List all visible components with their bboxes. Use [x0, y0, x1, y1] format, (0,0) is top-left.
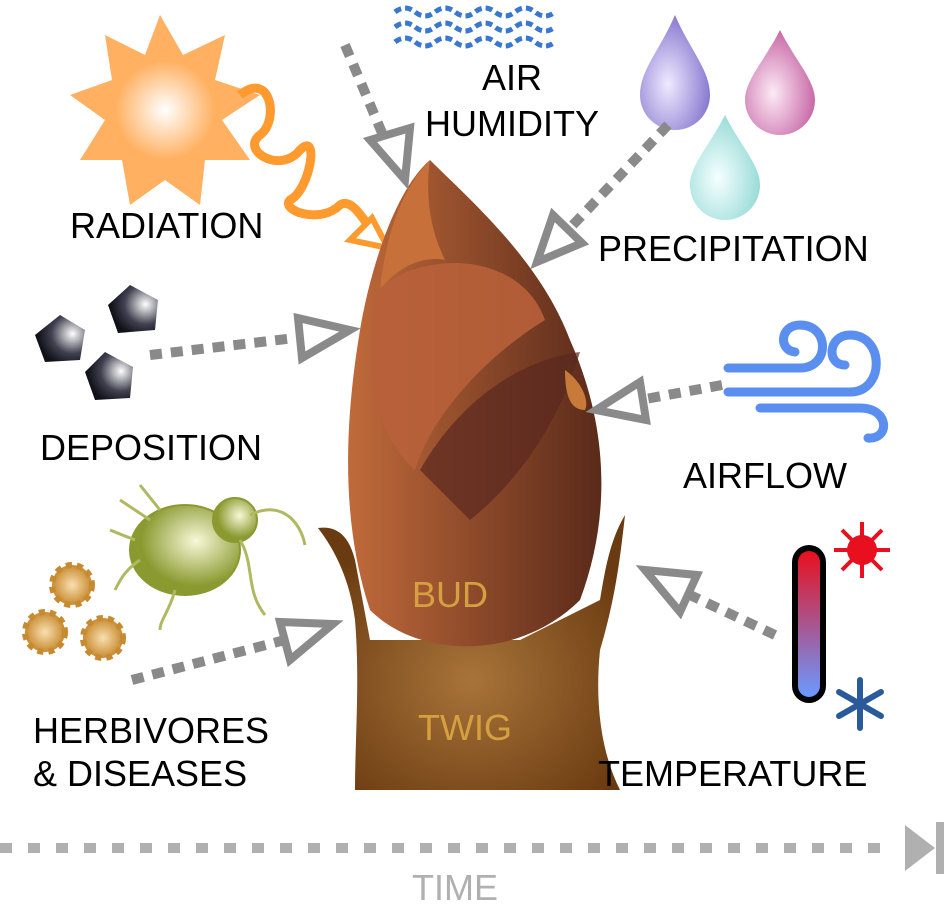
air-humidity-label-line2: HUMIDITY: [425, 103, 599, 144]
airflow-arrow: [585, 375, 723, 426]
bud-label: BUD: [412, 574, 488, 615]
radiation-label: RADIATION: [70, 205, 263, 246]
herbivores-label-line1: HERBIVORES: [33, 710, 269, 751]
time-label: TIME: [412, 867, 498, 908]
time-arrow: [0, 822, 944, 874]
radiation-arrowhead: [343, 213, 394, 253]
temperature-arrow: [635, 565, 778, 640]
mite-icon: [109, 484, 307, 631]
waves-icon: [393, 5, 557, 49]
bud: [348, 160, 602, 647]
raindrops-icon: [640, 15, 815, 220]
temperature-label: TEMPERATURE: [598, 753, 867, 794]
wind-icon: [723, 320, 888, 443]
spores-icon: [22, 562, 126, 661]
herbivores-label-line2: & DISEASES: [33, 753, 247, 794]
thermometer-icon: [792, 545, 826, 703]
herbivores-arrow: [130, 617, 344, 685]
airflow-label: AIRFLOW: [683, 455, 847, 496]
twig: [318, 515, 625, 790]
precipitation-arrow: [530, 121, 672, 270]
pentagon-particles-icon: [35, 285, 158, 400]
radiation-wave: [237, 83, 388, 249]
air-humidity-label-line1: AIR: [482, 57, 542, 98]
deposition-arrow: [149, 312, 361, 365]
snowflake-icon: [836, 677, 884, 731]
precipitation-label: PRECIPITATION: [598, 228, 869, 269]
sun-icon: [70, 15, 260, 205]
humidity-arrow: [340, 43, 415, 190]
deposition-label: DEPOSITION: [40, 427, 262, 468]
twig-label: TWIG: [418, 707, 512, 748]
sun-hot-icon: [834, 522, 890, 578]
